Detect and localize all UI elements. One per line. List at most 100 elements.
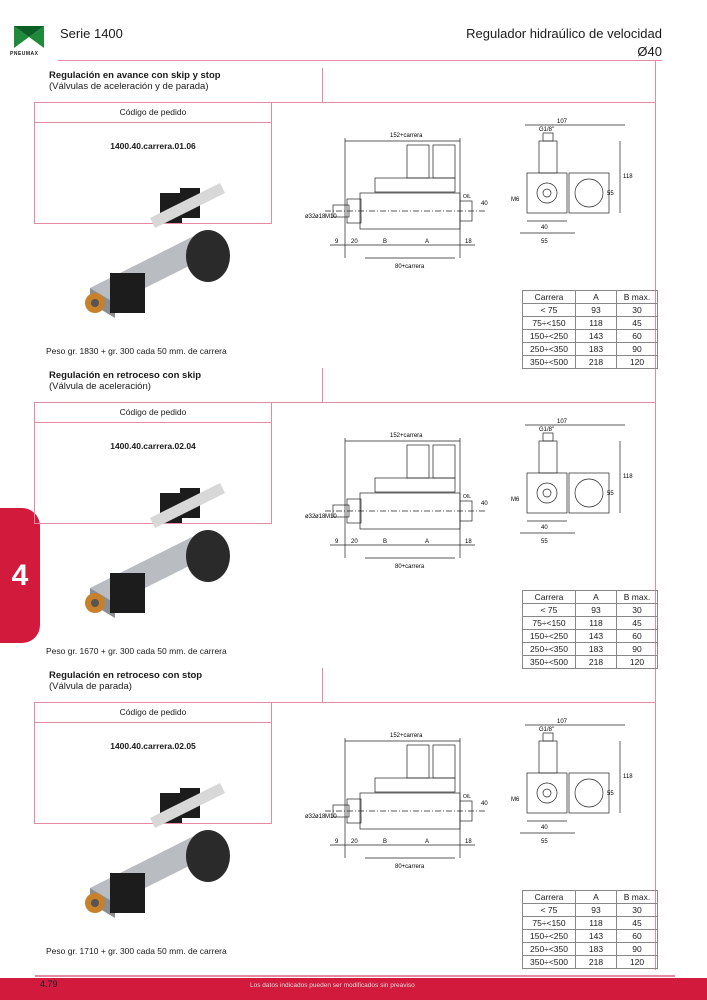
table-cell: 45 bbox=[616, 316, 658, 330]
table-row: 350÷<500 218 120 bbox=[522, 355, 658, 369]
footer-divider bbox=[35, 975, 675, 977]
oil-label: OIL bbox=[463, 794, 471, 800]
table-cell: 90 bbox=[616, 942, 658, 956]
table-cell: 150÷<250 bbox=[522, 329, 576, 343]
dim-b: B bbox=[383, 839, 387, 845]
dim-80: 80+carrera bbox=[395, 564, 425, 570]
col-header: Carrera bbox=[522, 290, 576, 304]
table-cell: 250÷<350 bbox=[522, 642, 576, 656]
table-cell: 183 bbox=[575, 342, 617, 356]
dim-9: 9 bbox=[335, 839, 339, 845]
dim-152: 152+carrera bbox=[390, 133, 423, 139]
dim-55: 55 bbox=[541, 839, 548, 845]
table-cell: 45 bbox=[616, 916, 658, 930]
dim-107: 107 bbox=[557, 419, 568, 425]
dim-107: 107 bbox=[557, 719, 568, 725]
table-cell: 45 bbox=[616, 616, 658, 630]
table-cell: 218 bbox=[575, 355, 617, 369]
dim-m10: M10 bbox=[325, 814, 337, 820]
section-subtitle: (Válvula de aceleración) bbox=[49, 381, 151, 392]
table-cell: 150÷<250 bbox=[522, 929, 576, 943]
oil-label: OIL bbox=[463, 494, 471, 500]
dim-80: 80+carrera bbox=[395, 264, 425, 270]
dimensions-table: Carrera A B max. < 75 93 30 75÷<150 118 … bbox=[522, 890, 658, 969]
table-cell: 60 bbox=[616, 929, 658, 943]
dim-m6: M6 bbox=[511, 197, 520, 203]
table-cell: 90 bbox=[616, 642, 658, 656]
section-title: Regulación en retroceso con skip bbox=[49, 370, 202, 381]
dim-55: 55 bbox=[541, 239, 548, 245]
dim-b: B bbox=[383, 539, 387, 545]
table-row: 350÷<500 218 120 bbox=[522, 655, 658, 669]
dim-40-side: 40 bbox=[481, 801, 488, 807]
col-header: Carrera bbox=[522, 590, 576, 604]
weight-note: Peso gr. 1670 + gr. 300 cada 50 mm. de c… bbox=[46, 646, 227, 656]
dim-20: 20 bbox=[351, 839, 358, 845]
section-top-rule bbox=[322, 102, 655, 103]
table-cell: 183 bbox=[575, 642, 617, 656]
side-view-drawing: 152+carrera 80+carrera 9 20 B A 18 ø32 ø… bbox=[305, 133, 488, 270]
product-photo bbox=[85, 183, 230, 318]
col-header: A bbox=[575, 890, 617, 904]
order-code: 1400.40.carrera.01.06 bbox=[110, 141, 196, 151]
table-cell: 183 bbox=[575, 942, 617, 956]
table-row: 150÷<250 143 60 bbox=[522, 329, 658, 343]
dim-55-v: 55 bbox=[607, 191, 614, 197]
table-cell: 75÷<150 bbox=[522, 616, 576, 630]
dim-18: 18 bbox=[465, 839, 472, 845]
dim-118: 118 bbox=[623, 174, 633, 180]
weight-note: Peso gr. 1830 + gr. 300 cada 50 mm. de c… bbox=[46, 346, 227, 356]
table-row: 75÷<150 118 45 bbox=[522, 616, 658, 630]
weight-note: Peso gr. 1710 + gr. 300 cada 50 mm. de c… bbox=[46, 946, 227, 956]
dim-80: 80+carrera bbox=[395, 864, 425, 870]
table-cell: 218 bbox=[575, 655, 617, 669]
table-cell: 350÷<500 bbox=[522, 655, 576, 669]
dim-a: A bbox=[425, 239, 429, 245]
dim-40: 40 bbox=[541, 825, 548, 831]
dim-m6: M6 bbox=[511, 797, 520, 803]
table-cell: 143 bbox=[575, 629, 617, 643]
dim-d32: ø32 bbox=[305, 214, 316, 220]
table-cell: 93 bbox=[575, 303, 617, 317]
product-photo bbox=[85, 783, 230, 918]
page-number: 4.79 bbox=[40, 979, 58, 989]
chapter-tab[interactable]: 4 bbox=[0, 508, 40, 643]
table-row: 250÷<350 183 90 bbox=[522, 642, 658, 656]
section-top-rule bbox=[322, 702, 655, 703]
table-cell: 118 bbox=[575, 916, 617, 930]
end-view-drawing: 107 G1/8" 40 55 118 55 M6 bbox=[511, 119, 633, 245]
dim-a: A bbox=[425, 839, 429, 845]
dim-b: B bbox=[383, 239, 387, 245]
table-cell: 60 bbox=[616, 629, 658, 643]
col-header: A bbox=[575, 290, 617, 304]
table-cell: 75÷<150 bbox=[522, 916, 576, 930]
table-row: < 75 93 30 bbox=[522, 303, 658, 317]
dim-g18: G1/8" bbox=[539, 727, 554, 733]
dim-d18: ø18 bbox=[315, 214, 326, 220]
section-top-rule bbox=[322, 402, 655, 403]
dim-40-side: 40 bbox=[481, 201, 488, 207]
col-header: Carrera bbox=[522, 890, 576, 904]
dim-20: 20 bbox=[351, 239, 358, 245]
table-cell: 30 bbox=[616, 903, 658, 917]
col-header: B max. bbox=[616, 290, 658, 304]
series-label: Serie 1400 bbox=[60, 26, 123, 41]
table-cell: 350÷<500 bbox=[522, 955, 576, 969]
table-cell: 90 bbox=[616, 342, 658, 356]
dim-m10: M10 bbox=[325, 214, 337, 220]
table-cell: 75÷<150 bbox=[522, 316, 576, 330]
table-row: 75÷<150 118 45 bbox=[522, 316, 658, 330]
table-cell: < 75 bbox=[522, 303, 576, 317]
dim-g18: G1/8" bbox=[539, 427, 554, 433]
table-cell: 143 bbox=[575, 929, 617, 943]
dim-m10: M10 bbox=[325, 514, 337, 520]
table-cell: < 75 bbox=[522, 603, 576, 617]
table-cell: 143 bbox=[575, 329, 617, 343]
table-row: 150÷<250 143 60 bbox=[522, 929, 658, 943]
section-title: Regulación en avance con skip y stop bbox=[49, 70, 221, 81]
dim-9: 9 bbox=[335, 239, 339, 245]
table-cell: < 75 bbox=[522, 903, 576, 917]
table-cell: 93 bbox=[575, 603, 617, 617]
dim-40: 40 bbox=[541, 525, 548, 531]
col-header: B max. bbox=[616, 590, 658, 604]
